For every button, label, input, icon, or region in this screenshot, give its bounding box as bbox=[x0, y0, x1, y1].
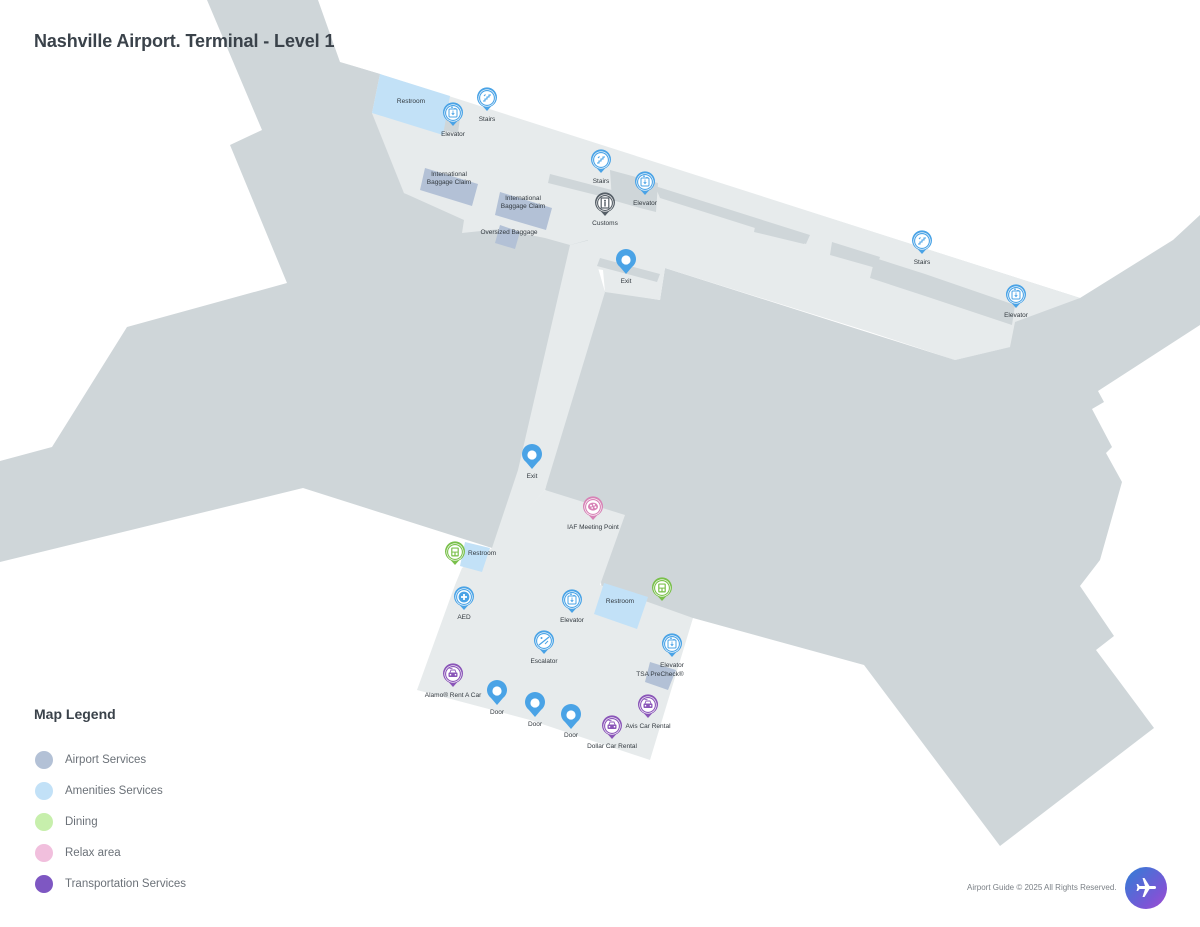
legend-label: Amenities Services bbox=[65, 784, 163, 797]
svg-text:Elevator: Elevator bbox=[1004, 312, 1029, 319]
poi-avis-car-rental[interactable]: Avis Car Rental bbox=[625, 693, 671, 730]
legend-label: Transportation Services bbox=[65, 877, 187, 890]
svg-text:Door: Door bbox=[490, 709, 505, 716]
poi-elevator[interactable]: Elevator bbox=[441, 101, 466, 138]
relax-area-swatch-icon bbox=[35, 843, 53, 862]
poi-stairs[interactable]: Stairs bbox=[476, 86, 498, 123]
svg-text:Escalator: Escalator bbox=[530, 658, 558, 665]
baggage-claim-area-1[interactable]: International Baggage Claim bbox=[420, 168, 478, 206]
svg-text:International: International bbox=[505, 195, 541, 202]
legend-label: Dining bbox=[65, 815, 98, 828]
poi-aed[interactable]: AED bbox=[453, 585, 475, 621]
svg-text:Restroom: Restroom bbox=[468, 550, 496, 557]
restroom-icon bbox=[451, 547, 459, 557]
svg-text:Elevator: Elevator bbox=[560, 617, 585, 624]
legend-item-dining[interactable]: Dining bbox=[34, 806, 186, 837]
legend-item-amenities-services[interactable]: Amenities Services bbox=[34, 775, 186, 806]
svg-text:Oversized Baggage: Oversized Baggage bbox=[480, 229, 537, 236]
poi-door[interactable]: Door bbox=[487, 680, 507, 716]
tsa-precheck-area[interactable]: TSA PreCheck® bbox=[636, 662, 684, 690]
poi-escalator[interactable]: Escalator bbox=[530, 629, 558, 665]
svg-text:Exit: Exit bbox=[527, 473, 538, 480]
meeting-point-icon bbox=[588, 502, 598, 511]
restroom-icon bbox=[658, 583, 666, 593]
svg-text:Stairs: Stairs bbox=[914, 259, 931, 266]
dining-swatch-icon bbox=[35, 812, 53, 831]
poi-exit[interactable]: Exit bbox=[616, 249, 636, 285]
baggage-claim-area-2[interactable]: International Baggage Claim bbox=[495, 192, 552, 230]
poi-stairs[interactable]: Stairs bbox=[590, 148, 612, 185]
poi-door[interactable]: Door bbox=[525, 692, 545, 728]
poi-stairs[interactable]: Stairs bbox=[911, 229, 933, 266]
oversized-baggage-area[interactable]: Oversized Baggage bbox=[480, 225, 538, 249]
legend-title: Map Legend bbox=[34, 706, 116, 722]
airport-services-swatch-icon bbox=[35, 750, 53, 769]
copyright-text: Airport Guide © 2025 All Rights Reserved… bbox=[967, 883, 1117, 892]
transportation-services-swatch-icon bbox=[35, 874, 53, 893]
map-legend: Map Legend Airport Services Amenities Se… bbox=[34, 706, 186, 899]
svg-text:Elevator: Elevator bbox=[633, 200, 658, 207]
poi-dollar-car-rental[interactable]: Dollar Car Rental bbox=[587, 714, 637, 750]
svg-text:IAF Meeting Point: IAF Meeting Point bbox=[567, 524, 619, 531]
svg-text:Elevator: Elevator bbox=[441, 131, 466, 138]
restroom-area-left[interactable]: Restroom bbox=[460, 542, 496, 572]
poi-elevator[interactable]: Elevator bbox=[1004, 283, 1029, 319]
restroom-area-right[interactable]: Restroom bbox=[594, 583, 648, 629]
poi-door[interactable]: Door bbox=[561, 704, 581, 739]
svg-text:Restroom: Restroom bbox=[397, 98, 425, 105]
poi-alamo-rent-a-car[interactable]: Alamo® Rent A Car bbox=[425, 662, 482, 699]
svg-text:Stairs: Stairs bbox=[593, 178, 610, 185]
svg-text:Elevator: Elevator bbox=[660, 662, 685, 669]
poi-customs[interactable]: Customs bbox=[592, 191, 619, 227]
svg-text:International: International bbox=[431, 171, 467, 178]
legend-label: Relax area bbox=[65, 846, 121, 859]
amenities-services-swatch-icon bbox=[35, 781, 53, 800]
poi-elevator[interactable]: Elevator bbox=[633, 170, 658, 207]
svg-text:Baggage Claim: Baggage Claim bbox=[501, 203, 545, 210]
svg-text:Door: Door bbox=[564, 732, 579, 739]
svg-text:Stairs: Stairs bbox=[479, 116, 496, 123]
svg-text:Restroom: Restroom bbox=[606, 598, 634, 605]
svg-text:Dollar Car Rental: Dollar Car Rental bbox=[587, 743, 637, 750]
poi-elevator[interactable]: Elevator bbox=[660, 632, 685, 669]
poi-exit[interactable]: Exit bbox=[522, 444, 542, 480]
svg-text:Customs: Customs bbox=[592, 220, 618, 227]
svg-text:AED: AED bbox=[457, 614, 471, 621]
legend-item-relax-area[interactable]: Relax area bbox=[34, 837, 186, 868]
airplane-icon bbox=[1136, 878, 1156, 897]
aed-icon bbox=[457, 590, 471, 604]
airport-guide-logo[interactable] bbox=[1125, 867, 1167, 909]
poi-iaf-meeting-point[interactable]: IAF Meeting Point bbox=[567, 495, 619, 531]
restroom-area-top[interactable]: Restroom bbox=[372, 74, 450, 135]
svg-text:Door: Door bbox=[528, 721, 543, 728]
svg-text:Alamo® Rent A Car: Alamo® Rent A Car bbox=[425, 691, 482, 699]
legend-item-transportation-services[interactable]: Transportation Services bbox=[34, 868, 186, 899]
svg-text:Exit: Exit bbox=[621, 278, 632, 285]
svg-text:Baggage Claim: Baggage Claim bbox=[427, 179, 471, 186]
poi-elevator[interactable]: Elevator bbox=[560, 588, 585, 624]
page-title: Nashville Airport. Terminal - Level 1 bbox=[34, 31, 335, 51]
svg-text:Avis Car Rental: Avis Car Rental bbox=[625, 723, 671, 730]
svg-text:TSA PreCheck®: TSA PreCheck® bbox=[636, 670, 684, 678]
legend-item-airport-services[interactable]: Airport Services bbox=[34, 744, 186, 775]
legend-label: Airport Services bbox=[65, 753, 147, 766]
